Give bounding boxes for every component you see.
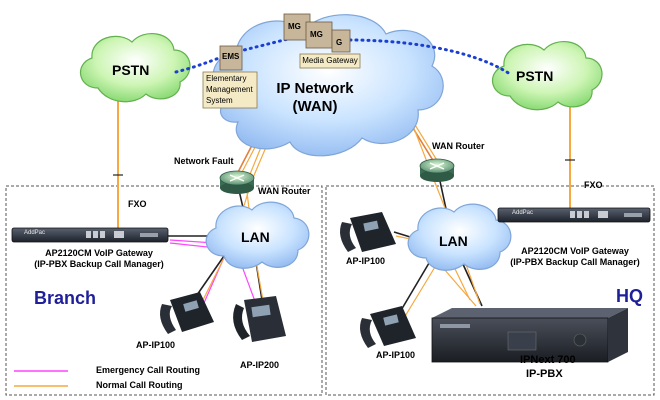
lan-hq-label: LAN [439, 233, 468, 249]
ippbx-label-2: IP-PBX [526, 368, 563, 380]
gateway-branch-label-1: AP2120CM VoIP Gateway [45, 248, 153, 258]
phone-branch-1-label: AP-IP100 [136, 340, 176, 350]
network-fault-label: Network Fault [174, 156, 234, 166]
wan-router-branch [219, 170, 255, 194]
ippbx-label-1: IPNext 700 [520, 354, 576, 366]
ems-caption-line-3: System [206, 96, 233, 105]
phone-hq-2-label: AP-IP100 [376, 350, 416, 360]
mg-box-3-label: G [336, 38, 343, 47]
fxo-hq-label: FXO [584, 180, 603, 190]
phone-hq-ap-ip100-1 [340, 212, 396, 252]
media-gateway-label: Media Gateway [302, 56, 358, 65]
phone-hq-1-label: AP-IP100 [346, 256, 386, 266]
wan-router-hq [419, 158, 455, 182]
mg-box-2-label: MG [310, 30, 323, 39]
fxo-branch-label: FXO [128, 199, 147, 209]
phone-branch-ap-ip100 [160, 292, 214, 334]
wan-router-hq-label: WAN Router [432, 141, 485, 151]
ip-network-cloud [212, 14, 444, 157]
lan-branch-label: LAN [241, 229, 270, 245]
mg-box-1-label: MG [288, 22, 301, 31]
media-gateway-boxes [283, 13, 361, 69]
phone-branch-2-label: AP-IP200 [240, 360, 280, 370]
ems-box-label: EMS [222, 52, 240, 61]
gateway-hq-label-1: AP2120CM VoIP Gateway [521, 246, 629, 256]
wan-label: (WAN) [292, 98, 338, 115]
gateway-branch [11, 227, 169, 243]
gateway-hq [497, 207, 651, 223]
gateway-hq-brand: AddPac [512, 210, 534, 216]
pstn-left-cloud [80, 33, 191, 103]
pstn-right-cloud [492, 41, 603, 111]
pstn-trunk-left [174, 36, 294, 74]
phone-branch-ap-ip200 [233, 296, 286, 342]
ems-caption-line-1: Elementary [206, 74, 247, 83]
hq-site-label: HQ [616, 286, 643, 306]
ems-server [202, 45, 258, 109]
pstn-right-label: PSTN [516, 68, 554, 84]
branch-site-label: Branch [34, 288, 97, 308]
gateway-branch-brand: AddPac [24, 230, 46, 236]
pstn-left-label: PSTN [112, 62, 150, 78]
branch-site-border [5, 185, 323, 396]
lan-hq-cloud [407, 203, 512, 271]
gateway-hq-label-2: (IP-PBX Backup Call Manager) [510, 257, 640, 267]
gateway-branch-label-2: (IP-PBX Backup Call Manager) [34, 259, 164, 269]
pstn-trunk-right [348, 38, 512, 76]
ippbx-server [431, 308, 628, 363]
legend-emergency-label: Emergency Call Routing [96, 365, 201, 375]
hq-site-border [325, 185, 655, 396]
lan-branch-cloud [205, 201, 310, 269]
wan-router-branch-label: WAN Router [258, 186, 311, 196]
ip-network-label: IP Network [276, 80, 354, 97]
phone-hq-ap-ip100-2 [360, 306, 416, 348]
legend-normal-label: Normal Call Routing [96, 380, 183, 390]
ems-caption-line-2: Management [206, 85, 253, 94]
